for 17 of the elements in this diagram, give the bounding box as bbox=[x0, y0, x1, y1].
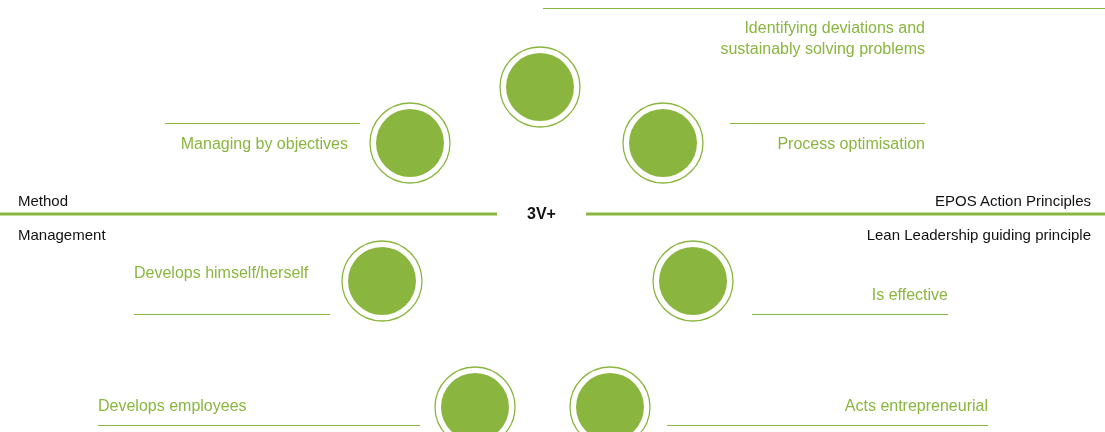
circle-marker bbox=[368, 101, 452, 185]
circle-caption: Develops himself/herself bbox=[134, 263, 310, 283]
circle-caption: Process optimisation bbox=[777, 134, 925, 154]
axis-label: EPOS Action Principles bbox=[935, 192, 1091, 209]
circle-caption: Is effective bbox=[871, 285, 948, 305]
circle-marker bbox=[651, 239, 735, 323]
circle-caption: Managing by objectives bbox=[179, 134, 348, 154]
circle-caption: Identifying deviations and sustainably solving problems bbox=[719, 18, 925, 59]
axis-label: Management bbox=[18, 226, 106, 243]
circle-marker bbox=[621, 101, 705, 185]
circle-caption: Acts entrepreneurial bbox=[844, 396, 988, 416]
circle-caption: Develops employees bbox=[98, 396, 247, 416]
circle-marker bbox=[340, 239, 424, 323]
circle-marker bbox=[498, 45, 582, 129]
center-label: 3V+ bbox=[527, 205, 556, 223]
axis-label: Lean Leadership guiding principle bbox=[866, 226, 1091, 243]
axis-label: Method bbox=[18, 192, 69, 209]
